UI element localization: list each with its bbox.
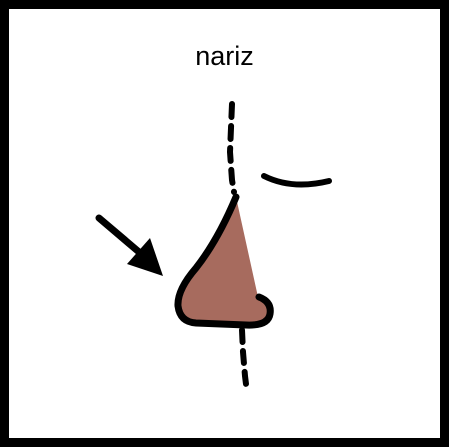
arrow-icon [95,214,163,276]
pictogram-label: nariz [195,41,254,71]
closed-eye-icon [261,173,332,188]
dashed-midline-icon-lower [239,327,250,395]
nose-icon [177,197,270,325]
nose-outline [174,193,274,329]
dashed-midline-icon-upper [226,101,237,195]
